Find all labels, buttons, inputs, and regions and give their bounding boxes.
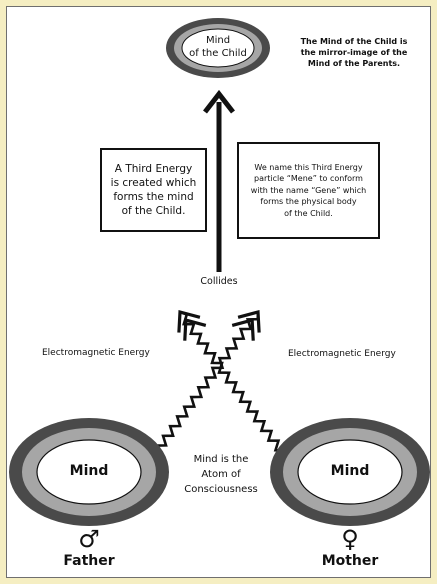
mirror-note-line3: Mind of the Parents.: [307, 59, 401, 68]
mene-line3: with the name “Gene” which: [250, 185, 367, 195]
child-arrow: [203, 89, 235, 272]
mene-box: We name this Third Energy particle “Mene…: [237, 142, 380, 239]
child-label-line1: Mind: [205, 35, 231, 46]
mirror-note: The Mind of the Child is the mirror-imag…: [284, 36, 424, 69]
third-energy-line2: is created which: [110, 177, 197, 189]
mother-energy-label: Electromagnetic Energy: [288, 349, 396, 359]
male-symbol-icon: ♂: [78, 525, 100, 553]
father-label: Father: [63, 553, 115, 569]
mene-line2: particle “Mene” to conform: [254, 174, 363, 184]
mene-line1: We name this Third Energy: [254, 162, 363, 172]
child-mind-label: Mind of the Child: [178, 34, 258, 60]
father-mind-circle: [9, 418, 169, 526]
third-energy-line1: A Third Energy: [114, 163, 193, 175]
father-energy-label: Electromagnetic Energy: [42, 348, 150, 358]
center-text-line1: Mind is the: [193, 454, 249, 465]
collides-label: Collides: [200, 276, 238, 287]
mother-mind-circle: [270, 418, 430, 526]
mirror-note-line1: The Mind of the Child is: [300, 37, 408, 46]
mirror-note-line2: the mirror-image of the: [300, 48, 408, 57]
mother-label: Mother: [321, 553, 379, 569]
father-mind-label: Mind: [69, 463, 109, 479]
third-energy-line4: of the Child.: [121, 205, 186, 217]
third-energy-line3: forms the mind: [113, 191, 194, 203]
mene-line4: forms the physical body: [260, 197, 357, 207]
atom-of-consciousness-text: Mind is the Atom of Consciousness: [178, 452, 264, 497]
child-label-line2: of the Child: [189, 48, 247, 59]
mother-mind-label: Mind: [330, 463, 370, 479]
center-text-line3: Consciousness: [184, 484, 258, 495]
mene-line5: of the Child.: [284, 208, 333, 218]
child-mind-circle: [166, 18, 270, 78]
father-energy-arrow: [177, 309, 288, 461]
female-symbol-icon: ♀: [341, 525, 359, 553]
mother-energy-arrow: [148, 309, 261, 457]
center-text-line2: Atom of: [201, 469, 241, 480]
third-energy-box: A Third Energy is created which forms th…: [100, 148, 207, 232]
